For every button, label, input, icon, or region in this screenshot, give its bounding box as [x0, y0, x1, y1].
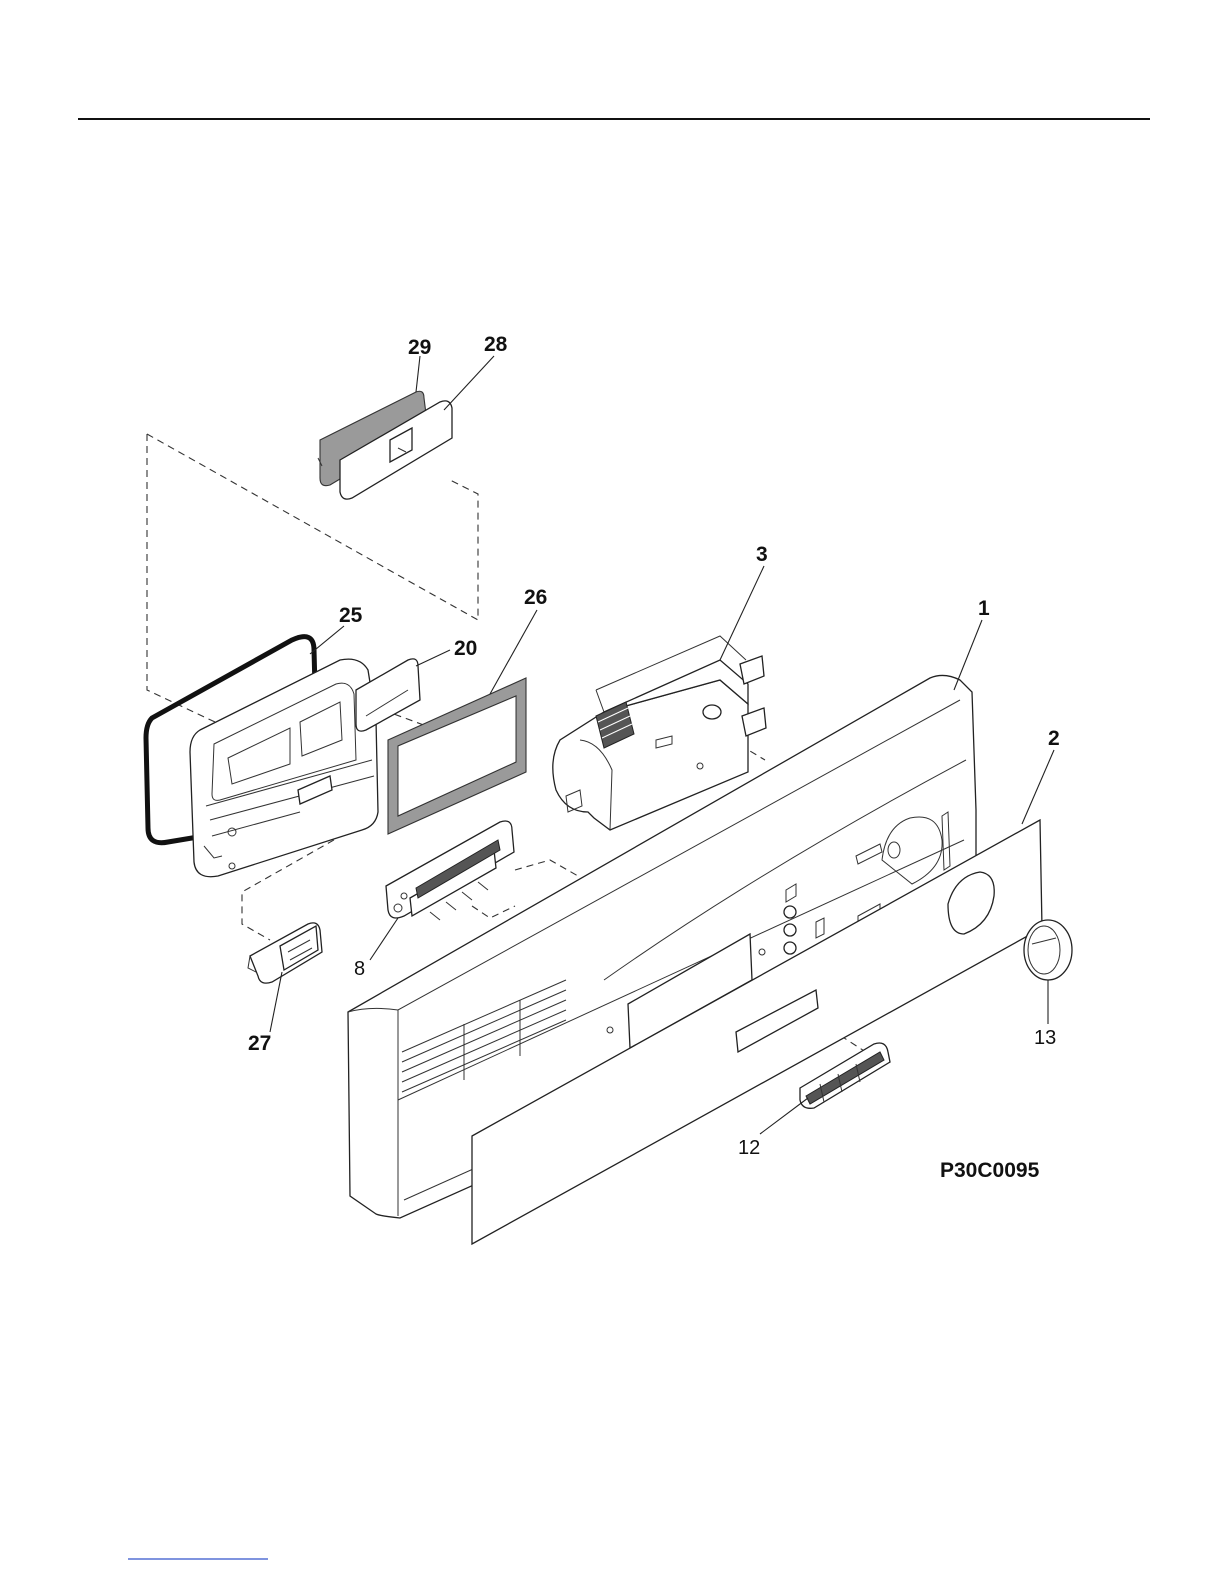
callout-27: 27: [248, 1032, 271, 1055]
callout-3: 3: [756, 543, 768, 566]
part-13-knob: [1024, 920, 1072, 980]
dispenser-housing: [190, 659, 378, 877]
figure-code: P30C0095: [940, 1159, 1040, 1182]
callout-8: 8: [354, 958, 365, 980]
part-8-switch: [386, 821, 514, 920]
part-27-connector: [248, 923, 322, 983]
callout-26: 26: [524, 586, 547, 609]
callout-20: 20: [454, 637, 477, 660]
callout-28: 28: [484, 333, 508, 356]
callout-1: 1: [978, 597, 990, 620]
callout-25: 25: [339, 604, 363, 627]
callout-12: 12: [738, 1137, 760, 1159]
callout-29: 29: [408, 336, 431, 359]
callout-13: 13: [1034, 1027, 1056, 1049]
callout-2: 2: [1048, 727, 1060, 750]
